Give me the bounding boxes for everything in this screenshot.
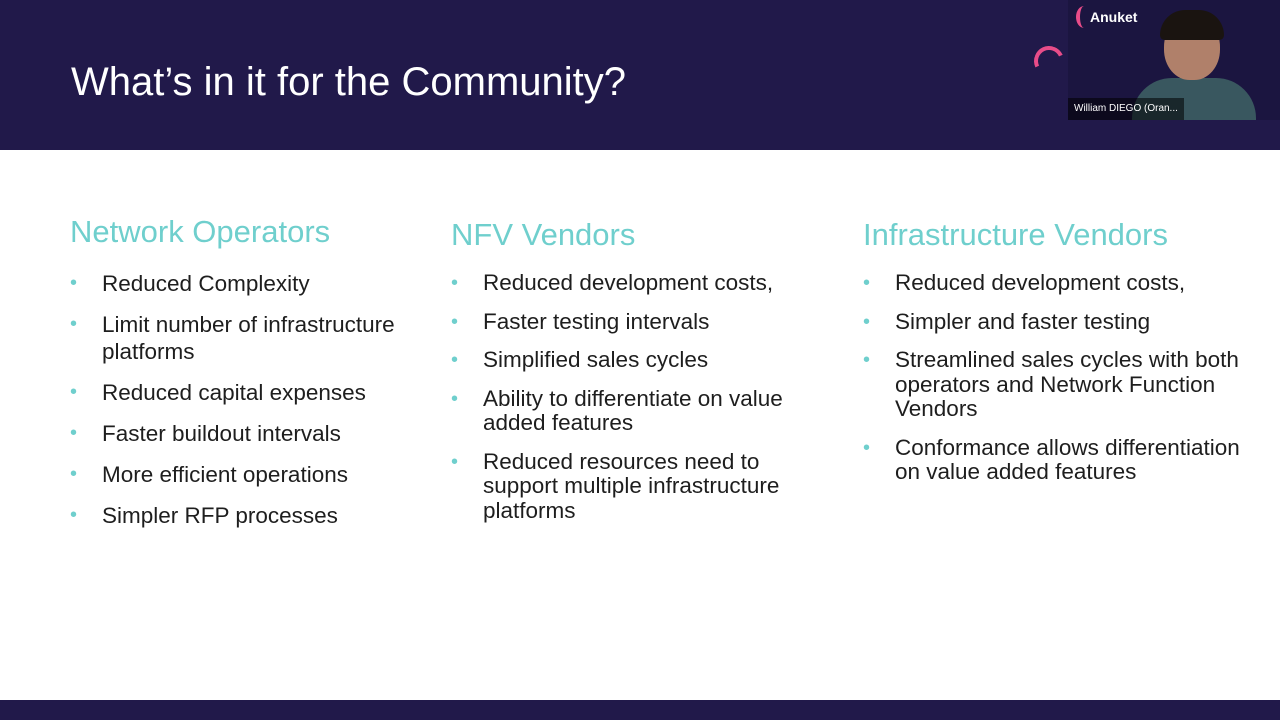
list-item-text: Faster testing intervals [483,308,710,334]
list-item-text: Reduced development costs, [483,270,774,295]
list-item-text: Reduced development costs, [895,270,1186,295]
list-item: • Limit number of infrastructure platform… [70,311,430,365]
list-item-text: Simplified sales cycles [483,347,709,372]
list-item: • Simpler RFP processes [70,502,430,529]
bullet-list: • Reduced development costs, • Faster test… [451,270,846,524]
bullet-icon: • [451,387,459,410]
bullet-list: • Reduced Complexity • Limit number of inf… [70,270,430,529]
slide-title: What’s in it for the Community? [71,60,627,104]
column-nfv-vendors: NFV Vendors • Reduced development costs, … [451,210,846,537]
list-item-text: Simpler and faster testing [895,308,1151,334]
bullet-icon: • [863,349,871,371]
list-item-text: Ability to differentiate on value added … [483,385,783,435]
list-item: • Reduced capital expenses [70,379,430,406]
bullet-list: • Reduced development costs, • Simpler and… [863,270,1263,485]
bullet-icon: • [70,463,78,485]
list-item-text: Conformance allows differentiation on va… [895,434,1240,484]
list-item-text: Faster buildout intervals [102,421,341,446]
list-item-text: Simpler RFP processes [102,503,338,528]
list-item: • Faster buildout intervals [70,420,430,447]
column-heading: NFV Vendors [451,217,636,252]
bullet-icon: • [863,310,871,333]
list-item-text: Streamlined sales cycles with both opera… [895,347,1239,421]
column-heading: Network Operators [70,214,331,249]
list-item-text: Reduced resources need to support multip… [483,448,786,523]
anuket-logo-icon [1076,6,1092,28]
participant-name-tag: William DIEGO (Oran... [1068,98,1184,120]
list-item: • Reduced resources need to support multi… [451,448,846,524]
list-item: • More efficient operations [70,461,430,488]
list-item: • Simplified sales cycles [451,347,846,373]
bullet-icon: • [451,272,459,294]
list-item: • Ability to differentiate on value added… [451,385,846,436]
bullet-icon: • [863,436,871,459]
list-item-text: Reduced Complexity [102,271,310,296]
bullet-icon: • [70,504,78,526]
participant-video-tile[interactable]: Anuket William DIEGO (Oran... [1068,0,1280,120]
bullet-icon: • [451,450,459,473]
bullet-icon: • [70,381,78,403]
bullet-icon: • [70,313,78,335]
bullet-icon: • [451,349,459,371]
slide-footer-bar [0,700,1280,720]
column-network-operators: Network Operators • Reduced Complexity • L… [70,210,430,543]
bullet-icon: • [451,310,459,333]
list-item-text: Reduced capital expenses [102,380,366,405]
list-item: • Streamlined sales cycles with both oper… [863,347,1263,422]
participant-hair [1160,10,1224,40]
list-item: • Conformance allows differentiation on v… [863,434,1263,485]
list-item: • Reduced development costs, [863,270,1263,296]
anuket-logo-text: Anuket [1090,9,1138,25]
bullet-icon: • [70,272,78,294]
list-item: • Simpler and faster testing [863,308,1263,335]
list-item: • Reduced Complexity [70,270,430,297]
list-item-text: Limit number of infrastructure platforms [102,312,395,364]
list-item-text: More efficient operations [102,462,348,487]
column-infrastructure-vendors: Infrastructure Vendors • Reduced developm… [863,210,1263,499]
list-item: • Reduced development costs, [451,270,846,296]
column-heading: Infrastructure Vendors [863,217,1168,252]
bullet-icon: • [863,272,871,294]
list-item: • Faster testing intervals [451,308,846,335]
bullet-icon: • [70,422,78,444]
slide-header: What’s in it for the Community? [0,0,1280,150]
